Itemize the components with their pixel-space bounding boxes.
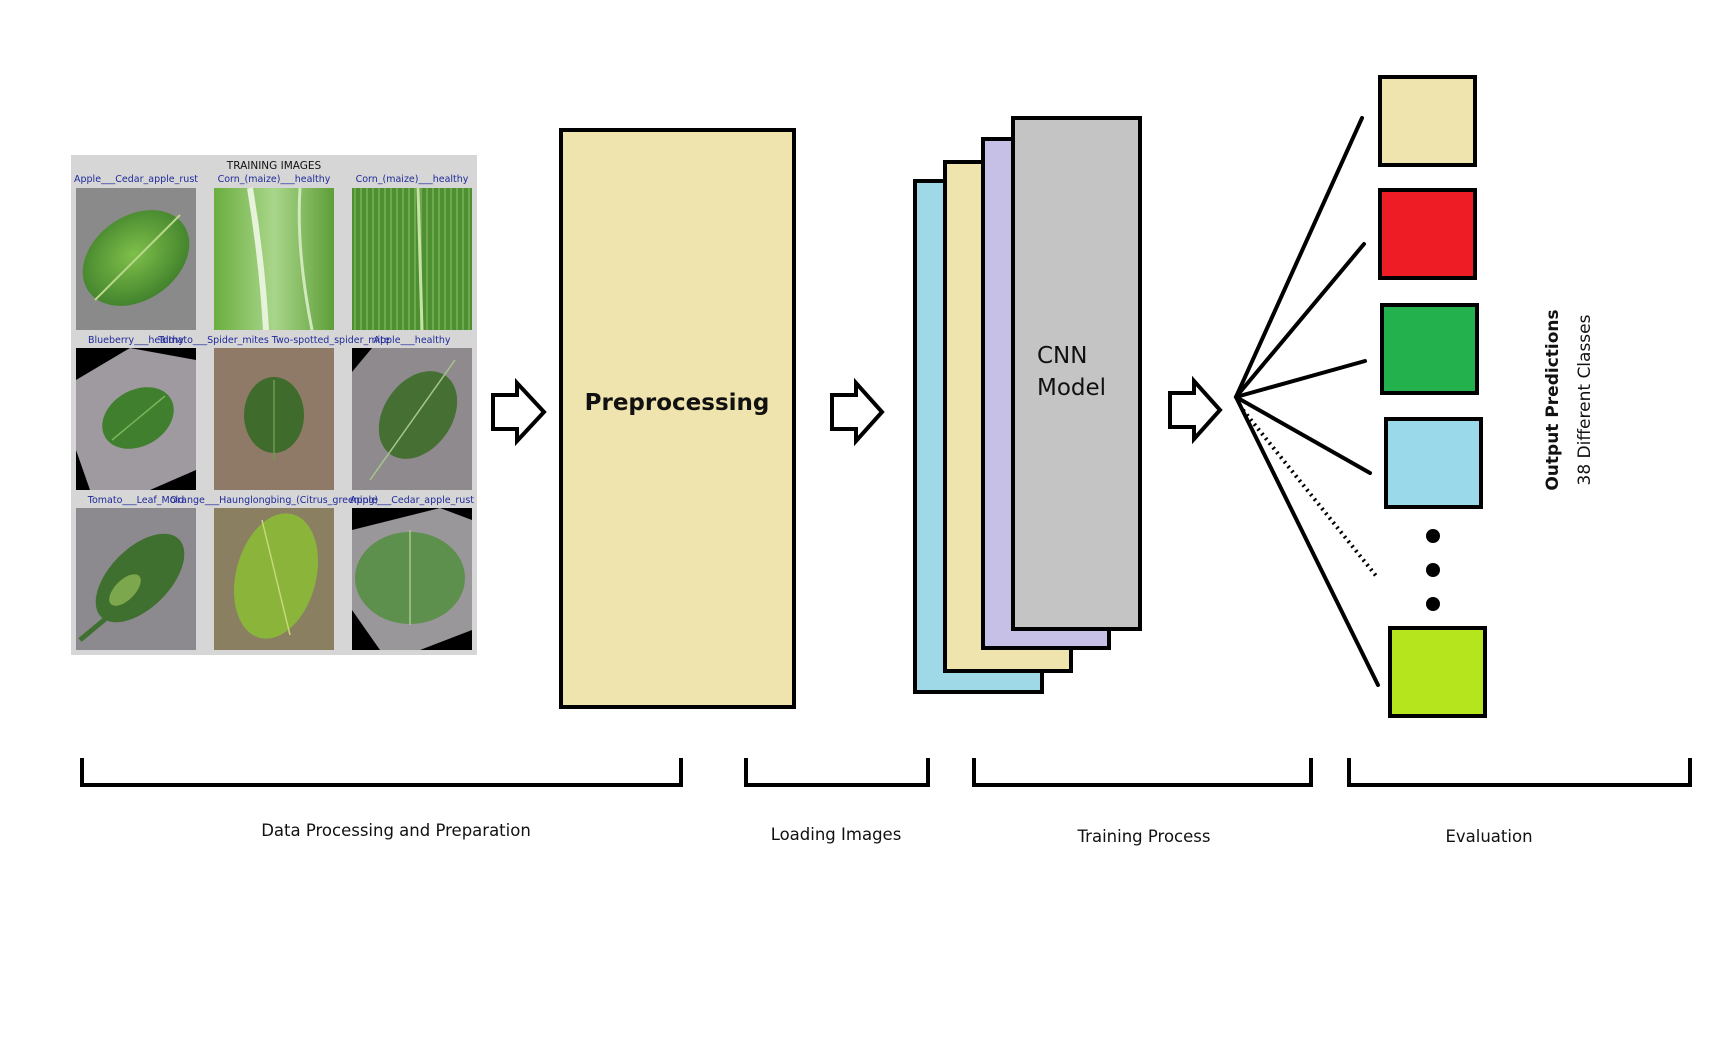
class-box: [1380, 303, 1479, 395]
tile-caption: Tomato___Leaf_Mold: [87, 495, 184, 506]
output-predictions-subtitle: 38 Different Classes: [1575, 314, 1595, 485]
tile-caption: Apple___Cedar_apple_rust: [350, 495, 474, 506]
preprocessing-block: Preprocessing: [559, 128, 796, 709]
tile-caption: Orange___Haunglongbing_(Citrus_greening): [170, 495, 379, 506]
bracket-loading: [744, 758, 930, 787]
leaf-image-tile: [214, 187, 334, 331]
class-box: [1384, 417, 1483, 509]
leaf-image-tile: [352, 508, 472, 650]
fan-out-lines: [1234, 116, 1380, 687]
flow-arrow-icon: [1168, 375, 1223, 445]
tile-caption: Tomato___Spider_mites Two-spotted_spider…: [157, 335, 390, 346]
training-images-title: TRAINING IMAGES: [226, 160, 322, 172]
ellipsis-dot: [1426, 563, 1440, 577]
leaf-image-tile: [352, 187, 472, 331]
output-predictions-title: Output Predictions: [1543, 309, 1563, 490]
cnn-layer: [1011, 116, 1142, 631]
class-box: [1378, 75, 1477, 167]
stage-brackets: [80, 758, 1692, 787]
cnn-label-line2: Model: [1037, 375, 1106, 401]
tile-caption: Blueberry___healthy: [88, 335, 184, 346]
class-output-boxes: [1378, 75, 1487, 718]
bracket-training: [972, 758, 1313, 787]
stage-caption-training: Training Process: [1077, 827, 1211, 846]
leaf-image-tile: [214, 348, 334, 490]
bracket-data-processing: [80, 758, 683, 787]
tile-caption: Corn_(maize)___healthy: [356, 174, 469, 185]
training-images-panel: TRAINING IMAGES Apple___Cedar_apple_rust…: [71, 155, 477, 655]
tile-caption: Corn_(maize)___healthy: [218, 174, 331, 185]
cnn-model-stack: CNN Model: [913, 116, 1142, 694]
ellipsis-dot: [1426, 529, 1440, 543]
leaf-image-tile: [76, 508, 196, 650]
leaf-image-tile: [76, 188, 196, 330]
leaf-image-tile: [214, 508, 334, 650]
dotted-line: [1241, 408, 1379, 579]
stage-caption-data-processing: Data Processing and Preparation: [261, 821, 531, 840]
flow-arrow-icon: [491, 377, 547, 447]
preprocessing-label: Preprocessing: [585, 390, 770, 416]
leaf-image-tile: [76, 348, 196, 490]
ellipsis-dot: [1426, 597, 1440, 611]
class-box: [1378, 188, 1477, 280]
class-box: [1388, 626, 1487, 718]
stage-caption-evaluation: Evaluation: [1445, 827, 1532, 846]
bracket-evaluation: [1347, 758, 1692, 787]
flow-arrow-icon: [830, 377, 885, 447]
tile-caption: Apple___healthy: [374, 335, 451, 346]
cnn-label-line1: CNN: [1037, 343, 1087, 369]
tile-caption: Apple___Cedar_apple_rust: [74, 174, 198, 185]
leaf-image-tile: [352, 348, 472, 490]
stage-caption-loading: Loading Images: [771, 825, 902, 844]
